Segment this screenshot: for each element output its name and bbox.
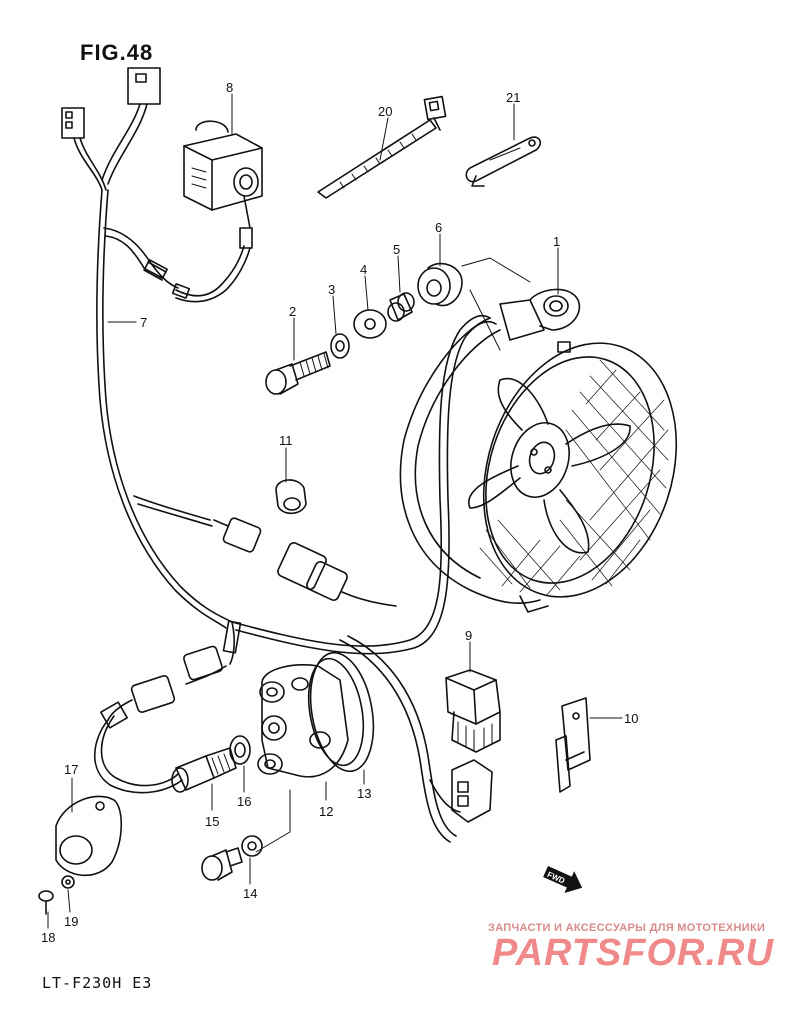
callout-14: 14 — [243, 886, 257, 901]
thermo-housing-part-12 — [257, 663, 349, 778]
callout-7: 7 — [140, 315, 147, 330]
clamp-part-21 — [465, 136, 542, 187]
watermark-logo: PARTSFOR.RU — [492, 932, 774, 974]
callout-11: 11 — [279, 433, 293, 448]
grommet-part-6 — [417, 262, 463, 307]
fan-switch-part-8 — [183, 120, 263, 229]
callout-20: 20 — [378, 104, 392, 119]
callout-5: 5 — [393, 242, 400, 257]
callout-4: 4 — [360, 262, 367, 277]
fwd-label: FWD — [546, 870, 567, 886]
callout-1: 1 — [553, 234, 560, 249]
callout-8: 8 — [226, 80, 233, 95]
callout-labels: 1 2 3 4 5 6 7 8 9 10 11 12 13 14 15 16 1… — [41, 80, 638, 945]
clip-part-11 — [275, 479, 307, 515]
wiring-harness — [61, 67, 497, 843]
callout-17: 17 — [64, 762, 78, 777]
leader-lines — [47, 93, 623, 929]
washer-part-16 — [229, 735, 251, 765]
callout-3: 3 — [328, 282, 335, 297]
fwd-arrow-icon: FWD — [543, 866, 583, 894]
callout-6: 6 — [435, 220, 442, 235]
callout-9: 9 — [465, 628, 472, 643]
watermark-caption: ЗАПЧАСТИ И АКСЕССУАРЫ ДЛЯ МОТОТЕХНИКИ — [488, 922, 766, 934]
callout-10: 10 — [624, 711, 638, 726]
washer-part-19 — [61, 875, 75, 889]
callout-18: 18 — [41, 930, 55, 945]
bracket-part-10 — [555, 697, 591, 793]
screw-part-18 — [38, 890, 54, 915]
collar-part-5 — [387, 292, 415, 322]
cover-part-17 — [55, 795, 123, 877]
gasket-part-13 — [307, 651, 375, 773]
callout-13: 13 — [357, 786, 371, 801]
cable-tie-part-20 — [317, 95, 447, 199]
model-code: LT-F230H E3 — [42, 974, 153, 992]
callout-12: 12 — [319, 804, 333, 819]
callout-21: 21 — [506, 90, 520, 105]
callout-15: 15 — [205, 814, 219, 829]
cooling-fan-part-1 — [399, 288, 678, 613]
bolt-part-14 — [201, 835, 263, 881]
relay-part-9 — [445, 669, 501, 823]
fig-title: FIG.48 — [80, 40, 154, 65]
callout-16: 16 — [237, 794, 251, 809]
callout-19: 19 — [64, 914, 78, 929]
callout-2: 2 — [289, 304, 296, 319]
thermo-switch-part-15 — [171, 747, 237, 793]
washer-part-3 — [330, 333, 350, 359]
mounting-hardware — [265, 257, 531, 395]
washer-part-4 — [353, 309, 387, 339]
bolt-part-2 — [265, 351, 331, 395]
